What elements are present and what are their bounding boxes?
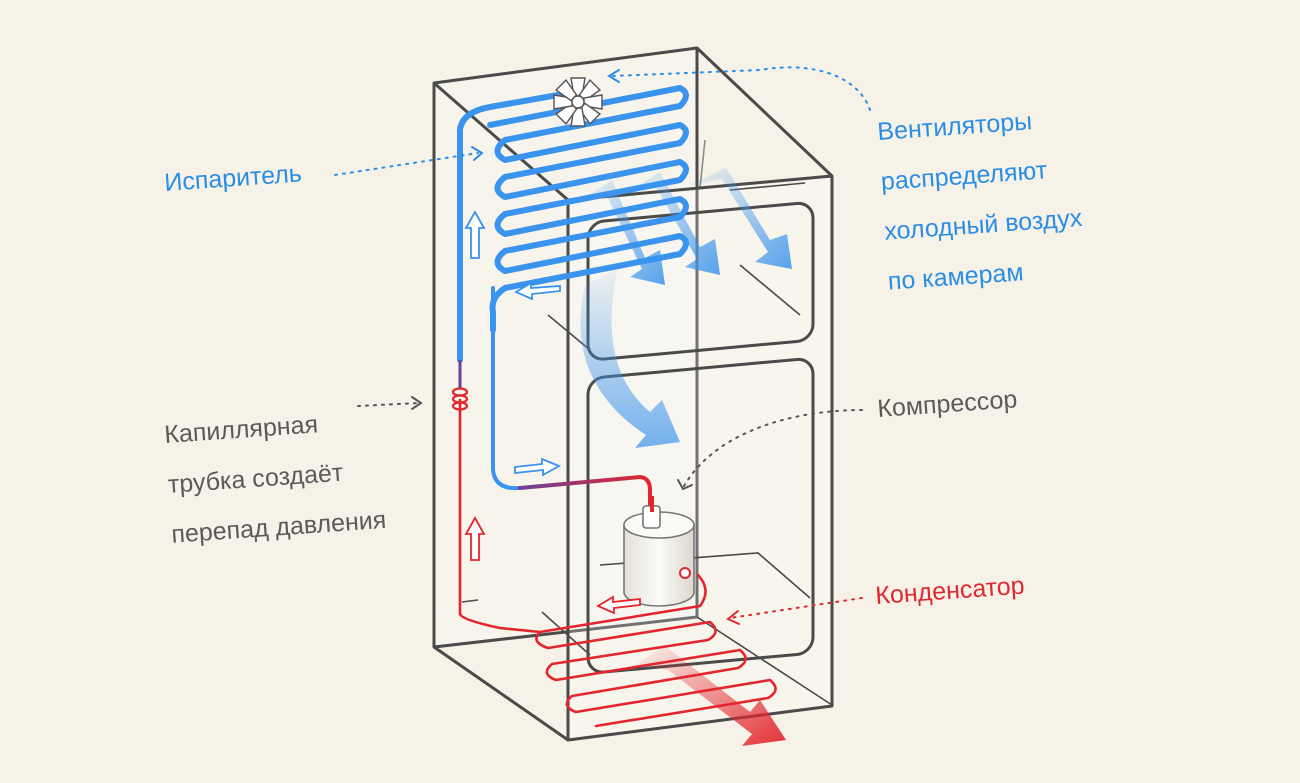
- capillary-tube: [451, 387, 469, 411]
- condenser-coil: [458, 398, 777, 728]
- leader-fans: [611, 66, 871, 111]
- leader-capillary: [357, 402, 419, 407]
- leader-compressor: [683, 409, 863, 487]
- flow-arrow-icon: [514, 281, 561, 301]
- hot-air-flow: [636, 645, 786, 746]
- flow-arrow-icon: [464, 210, 486, 259]
- condenser-label: Конденсатор: [874, 572, 1025, 610]
- evaporator-coil: [457, 85, 689, 363]
- fans-label-line: распределяют: [880, 156, 1049, 196]
- capillary-label-line: трубка создаёт: [167, 459, 345, 499]
- condenser-return-pipe: [696, 573, 707, 608]
- flow-arrow-icon: [464, 516, 486, 561]
- flow-arrow-icon: [596, 595, 641, 615]
- capillary-label: Капиллярная трубка создаёт перепад давле…: [163, 410, 387, 549]
- fridge-compartment: [586, 357, 815, 674]
- fans-label-line: холодный воздух: [883, 204, 1083, 246]
- air-flow-arrow-icon: [622, 172, 720, 275]
- fans-label: Вентиляторы распределяют холодный воздух…: [876, 107, 1083, 295]
- air-flow-arrow-icon: [580, 268, 680, 448]
- suction-pipe: [491, 286, 652, 514]
- air-flow-arrow-icon: [686, 168, 792, 269]
- air-flow-arrow-icon: [636, 645, 786, 746]
- fans-label-line: по камерам: [887, 258, 1024, 295]
- compressor-label: Компрессор: [876, 385, 1018, 423]
- evaporator-label: Испаритель: [163, 159, 302, 197]
- evaporator-feed-pipe: [457, 89, 578, 363]
- leader-evaporator: [334, 152, 479, 176]
- leader-condenser: [729, 597, 863, 619]
- capillary-label-line: перепад давления: [170, 506, 387, 549]
- leader-arrowheads: [411, 69, 740, 625]
- compressor-icon: [623, 505, 695, 607]
- fans-label-line: Вентиляторы: [876, 107, 1032, 146]
- capillary-label-line: Капиллярная: [163, 410, 318, 449]
- flow-arrow-icon: [514, 457, 562, 477]
- fan-icon: [553, 77, 603, 127]
- pipe-flow-arrows: [464, 210, 641, 615]
